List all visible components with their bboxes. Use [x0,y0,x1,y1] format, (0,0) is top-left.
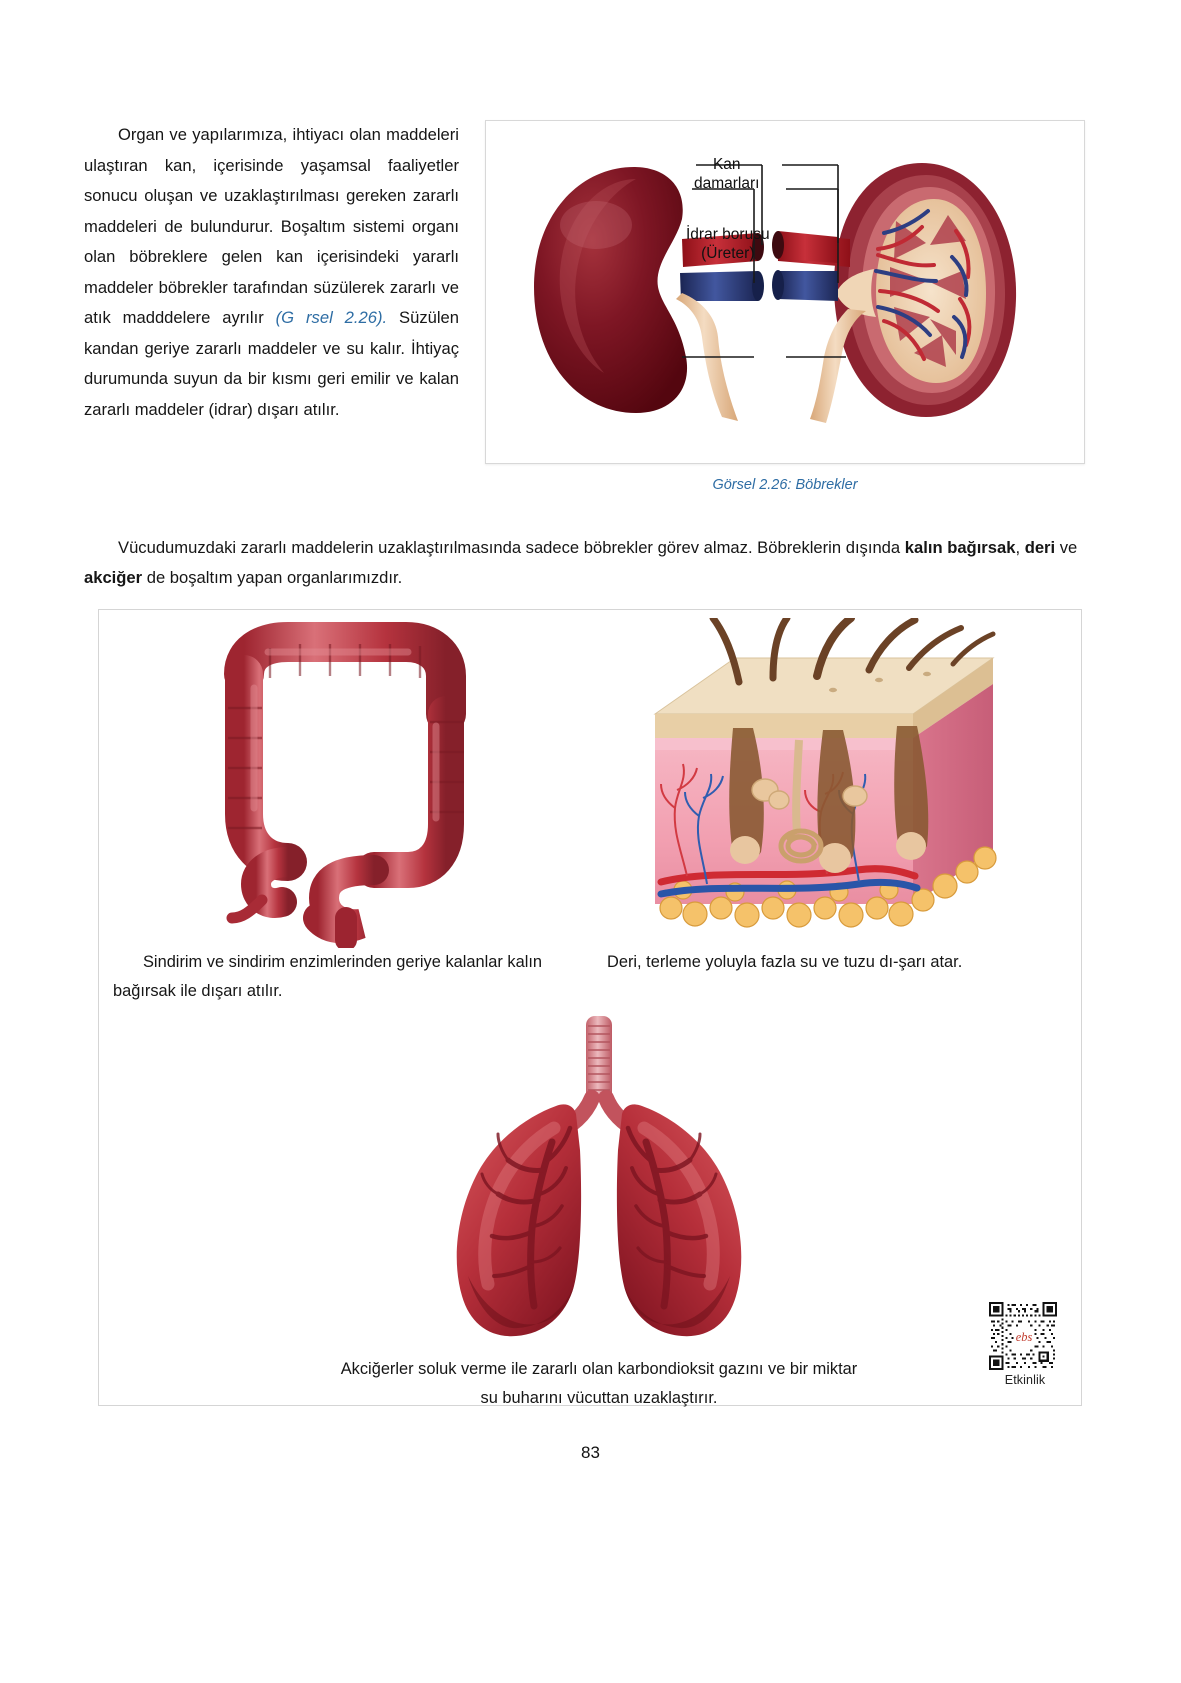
organ-illustration-panel: Sindirim ve sindirim enzimlerinden geriy… [98,609,1082,1407]
middle-paragraph: Vücudumuzdaki zararlı maddelerin uzaklaş… [84,533,1097,593]
sweat-gland [778,739,824,864]
colon-caption-line2: kalanlar kalın bağırsak ile dışarı atılı… [113,953,543,1000]
tracheal-rings [588,1025,610,1091]
top-section: Organ ve yapılarımıza, ihtiyacı olan mad… [84,120,1097,493]
lungs-caption-line2: gazını ve bir miktar su buharını vücutta… [480,1360,858,1407]
skin-pores [829,671,931,693]
skin-caption-line1: Deri, terleme yoluyla fazla su ve tuzu d… [607,953,899,971]
kidney-figure-caption: Görsel 2.26: Böbrekler [712,477,858,493]
lungs-illustration [456,1016,742,1337]
kidney-figure-block: Kan damarları İdrar borusu (Üreter) Görs… [485,120,1085,493]
svg-text:ebs: ebs [1016,1330,1033,1344]
haustra-lines [228,644,464,830]
skin-cross-section-illustration [653,618,997,928]
lungs-caption-line1: Akciğerler soluk verme ile zararlı olan … [340,1360,715,1378]
page-number: 83 [581,1443,600,1462]
qr-brand-mark: ebs [1013,1328,1035,1344]
renal-vein-branches [874,209,969,359]
lungs-caption: Akciğerler soluk verme ile zararlı olan … [339,1355,859,1413]
kidney-figure-frame: Kan damarları İdrar borusu (Üreter) [485,120,1085,464]
label-ureter-line1: İdrar borusu [686,226,770,243]
renal-artery-branches [876,225,972,361]
right-kidney-vessels [772,231,866,423]
middle-paragraph-part2: de boşaltım yapan organlarımızdır. [142,568,403,587]
kidney-sectioned-right [834,163,1017,417]
large-intestine-illustration [224,622,466,948]
skin-caption: Deri, terleme yoluyla fazla su ve tuzu d… [577,948,1047,977]
colon-cell: Sindirim ve sindirim enzimlerinden geriy… [113,618,573,1006]
hair-shafts [709,618,996,686]
intro-text-before-reference: Organ ve yapılarımıza, ihtiyacı olan mad… [84,125,459,327]
separator-2: ve [1055,538,1078,557]
hair-follicles [729,726,929,873]
colon-caption: Sindirim ve sindirim enzimlerinden geriy… [113,948,573,1006]
label-leader-lines [682,164,846,358]
bronchial-tree-right [625,1125,718,1310]
label-blood-vessels: Kan damarları [694,155,759,193]
figure-reference-link[interactable]: (G rsel 2.26). [275,308,388,327]
label-ureter-line2: (Üreter) [701,245,755,262]
sebaceous-gland [751,778,868,810]
intro-text-column: Organ ve yapılarımıza, ihtiyacı olan mad… [84,120,459,425]
separator-1: , [1015,538,1025,557]
middle-paragraph-part1: Vücudumuzdaki zararlı maddelerin uzaklaş… [118,538,905,557]
bold-large-intestine: kalın bağırsak [904,538,1016,557]
intro-paragraph: Organ ve yapılarımıza, ihtiyacı olan mad… [84,120,459,425]
kidney-diagram-illustration [534,163,1017,423]
bold-skin: deri [1024,538,1056,557]
kidney-whole-left [534,167,688,413]
skin-cell: Deri, terleme yoluyla fazla su ve tuzu d… [577,618,1047,977]
qr-code-label: Etkinlik [1004,1373,1046,1387]
subcutaneous-fat-layer [659,846,997,928]
qr-code-icon[interactable]: ebs [989,1302,1057,1370]
colon-caption-line1: Sindirim ve sindirim enzimlerinden geriy… [143,953,441,971]
label-blood-vessels-line2: damarları [694,175,760,192]
deep-blood-vessels [657,865,921,898]
lungs-cell: Akciğerler soluk verme ile zararlı olan … [339,1010,859,1413]
label-ureter: İdrar borusu (Üreter) [686,225,770,263]
bronchial-tree-left [480,1125,573,1310]
intro-text-after-reference: Süzülen kandan geriye zararlı maddeler v… [84,308,460,419]
bold-lung: akciğer [84,568,143,587]
label-blood-vessels-line1: Kan [712,156,741,173]
skin-caption-line2: şarı atar. [898,953,963,971]
qr-code-block[interactable]: ebs Etkinlik [989,1302,1061,1387]
